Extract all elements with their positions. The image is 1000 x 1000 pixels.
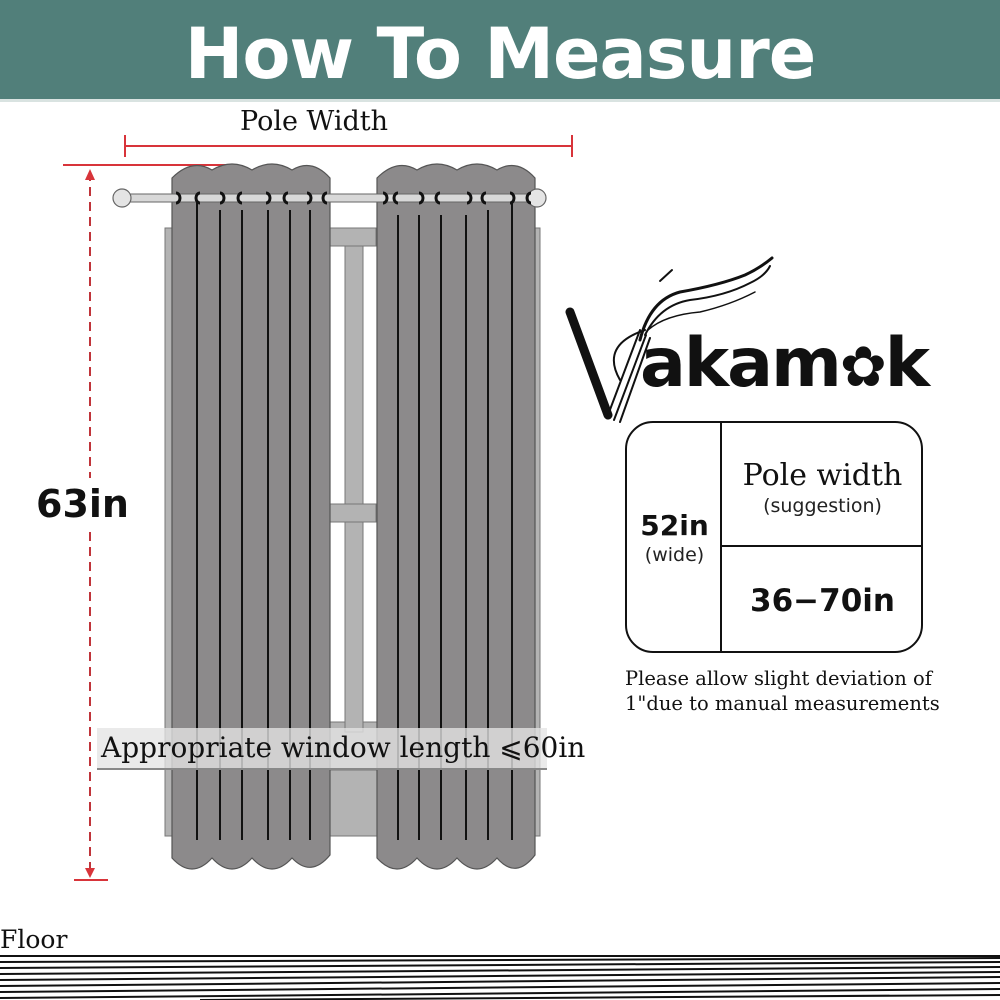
brand-flower-icon: ✿ xyxy=(839,335,887,400)
brand-logo: akam✿k xyxy=(640,324,930,408)
brand-logo-swoosh-icon xyxy=(565,256,774,423)
curtain-width-sub: (wide) xyxy=(644,544,705,566)
window-length-label: Appropriate window length ⩽60in xyxy=(97,728,585,770)
floor-label: Floor xyxy=(0,925,68,954)
curtain-width-value: 52in xyxy=(640,509,709,542)
deviation-note-line2: 1"due to manual measurements xyxy=(625,692,940,715)
header-banner: How To Measure xyxy=(0,0,1000,102)
pole-width-title: Pole width xyxy=(742,458,903,493)
pole-width-label: Pole Width xyxy=(240,106,388,137)
floor-hatching xyxy=(0,955,1000,1000)
spec-box: 52in (wide) Pole width (suggestion) 36−7… xyxy=(625,421,923,653)
pole-width-sub: (suggestion) xyxy=(763,495,882,517)
pole-width-range: 36−70in xyxy=(750,583,895,619)
spec-size-cell: 52in (wide) xyxy=(627,423,722,651)
grommet-rings xyxy=(175,191,532,205)
page-title: How To Measure xyxy=(184,13,817,95)
pole-width-measure-line xyxy=(124,135,573,157)
deviation-note-line1: Please allow slight deviation of xyxy=(625,667,932,690)
deviation-note: Please allow slight deviation of 1"due t… xyxy=(625,666,995,716)
spec-divider xyxy=(722,545,921,547)
left-curtain-panel xyxy=(171,163,331,870)
curtain-height-label: 63in xyxy=(36,478,129,530)
curtain-pole xyxy=(112,188,547,208)
brand-logo-end: k xyxy=(884,324,930,403)
brand-logo-text: akam xyxy=(640,324,842,403)
